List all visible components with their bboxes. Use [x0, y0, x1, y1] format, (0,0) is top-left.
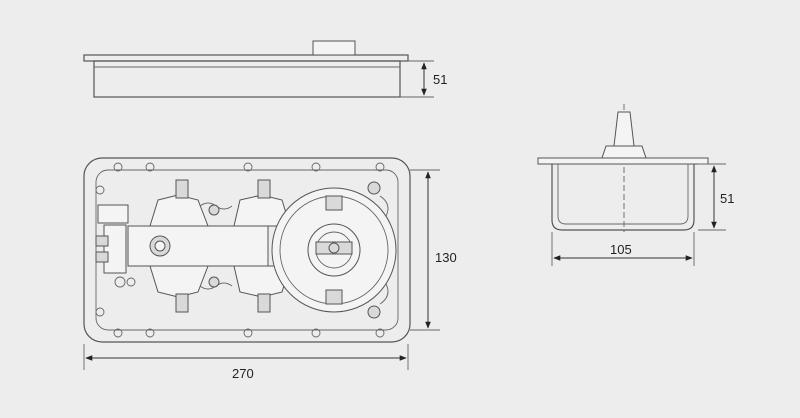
- spindle-block: [312, 40, 356, 56]
- spindle-shaft: [613, 111, 635, 147]
- section-body: [551, 164, 695, 231]
- section-cover-plate: [537, 157, 709, 165]
- plan-outer-frame: [83, 157, 411, 343]
- piston-arm: [127, 225, 269, 267]
- section-height-label: 51: [720, 191, 734, 206]
- plan-inner-frame: [95, 169, 399, 331]
- side-view: 51: [83, 40, 447, 98]
- lower-spring-assembly: [149, 265, 291, 313]
- body-box: [93, 60, 401, 98]
- plan-view: 130 270: [83, 157, 457, 381]
- section-width-label: 105: [610, 242, 632, 257]
- spindle-base: [601, 145, 647, 159]
- spindle-housing: [271, 181, 397, 319]
- mounting-holes: [95, 162, 385, 338]
- bottom-adjust-screw: [367, 305, 381, 319]
- valve-block: [95, 204, 136, 288]
- side-height-label: 51: [433, 72, 447, 87]
- top-adjust-screw: [367, 181, 381, 195]
- plan-height-label: 130: [435, 250, 457, 265]
- upper-spring-assembly: [149, 179, 291, 227]
- bottom-slot: [325, 289, 343, 305]
- plan-length-label: 270: [232, 366, 254, 381]
- top-slot: [325, 195, 343, 211]
- section-view: 51 105: [537, 104, 734, 266]
- cover-plate: [83, 54, 409, 62]
